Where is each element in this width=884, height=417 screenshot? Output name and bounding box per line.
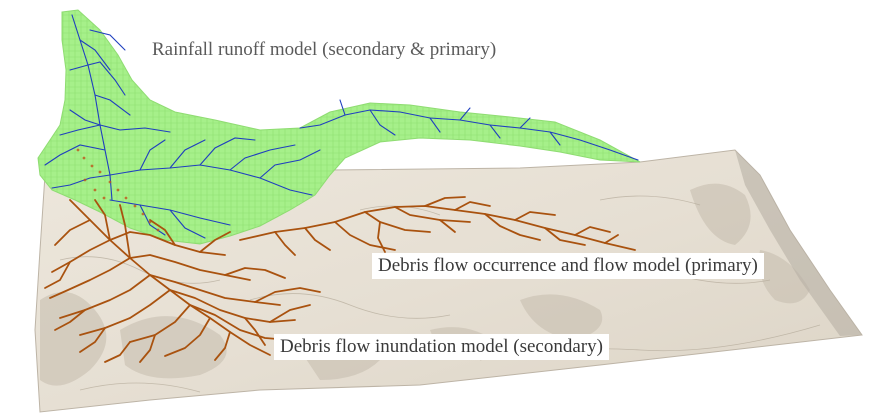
debris-flow-inundation-label: Debris flow inundation model (secondary) (274, 334, 609, 360)
debris-flow-occurrence-label: Debris flow occurrence and flow model (p… (372, 253, 764, 279)
rainfall-runoff-area (37, 9, 641, 245)
rainfall-runoff-model-label: Rainfall runoff model (secondary & prima… (152, 39, 497, 60)
source-zone-markers (76, 148, 160, 232)
debris-flow-channels (44, 196, 636, 363)
runoff-streams (44, 14, 639, 239)
